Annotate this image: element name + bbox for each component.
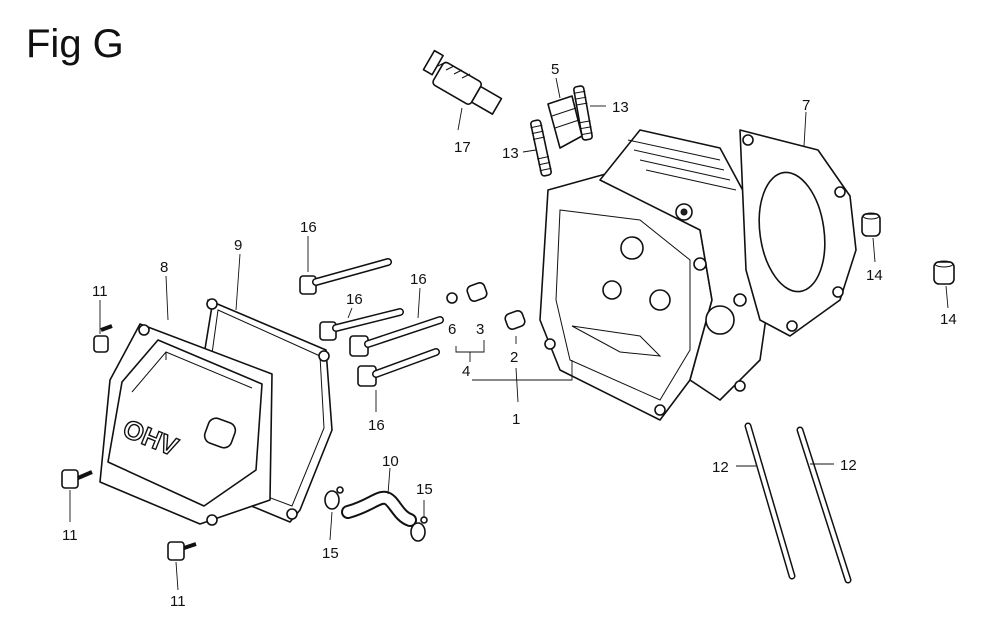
- callout-10: 10: [382, 453, 399, 470]
- cylinder-head[interactable]: [539, 129, 771, 421]
- pushrod-12-right[interactable]: [796, 426, 852, 584]
- clip-6[interactable]: [446, 292, 458, 304]
- callout-11-bottom: 11: [170, 593, 186, 610]
- callout-13-left: 13: [502, 145, 519, 162]
- head-gasket[interactable]: [739, 129, 857, 337]
- callout-8: 8: [160, 259, 168, 276]
- valve-seal-2[interactable]: [504, 309, 526, 330]
- clip-15-left[interactable]: [324, 486, 344, 510]
- callout-17: 17: [454, 139, 471, 156]
- stud-13-left[interactable]: [530, 119, 552, 177]
- callout-3: 3: [476, 321, 484, 338]
- callout-12-left: 12: [712, 459, 729, 476]
- callout-6: 6: [448, 321, 456, 338]
- spark-plug[interactable]: [422, 49, 503, 115]
- stud-13-right[interactable]: [573, 85, 593, 141]
- figure-title: Fig G: [26, 22, 124, 66]
- clip-15-right[interactable]: [410, 516, 428, 542]
- callout-16-mid: 16: [346, 291, 363, 308]
- bolt-11-left[interactable]: [61, 469, 93, 489]
- bolt-16-long[interactable]: [349, 316, 444, 357]
- callout-15-left: 15: [322, 545, 339, 562]
- bolt-16-top[interactable]: [299, 258, 392, 295]
- callout-5: 5: [551, 61, 559, 78]
- callout-14-left: 14: [866, 267, 883, 284]
- dowel-pin-14-left[interactable]: [861, 212, 881, 237]
- callout-14-right: 14: [940, 311, 957, 328]
- callout-4: 4: [462, 363, 470, 380]
- callout-7: 7: [802, 97, 810, 114]
- valve-cover[interactable]: OHV: [99, 323, 273, 526]
- bolt-11-bottom[interactable]: [167, 541, 197, 561]
- bolt-16-mid[interactable]: [319, 308, 404, 341]
- callout-11-left: 11: [62, 527, 78, 544]
- callout-16-low: 16: [368, 417, 385, 434]
- bolt-16-low[interactable]: [357, 348, 440, 387]
- pushrod-12-left[interactable]: [744, 422, 796, 580]
- valve-seal-3[interactable]: [466, 281, 488, 302]
- callout-16-long: 16: [410, 271, 427, 288]
- callout-11-top: 11: [92, 283, 108, 300]
- callout-1: 1: [512, 411, 520, 428]
- callout-15-right: 15: [416, 481, 433, 498]
- callout-13-right: 13: [612, 99, 629, 116]
- callout-9: 9: [234, 237, 242, 254]
- breather-tube[interactable]: [341, 490, 417, 527]
- dowel-pin-14-right[interactable]: [933, 260, 955, 285]
- callout-2: 2: [510, 349, 518, 366]
- guide-sleeve[interactable]: [547, 95, 583, 149]
- callout-12-right: 12: [840, 457, 857, 474]
- callout-16-top: 16: [300, 219, 317, 236]
- bolt-11-top[interactable]: [93, 324, 113, 353]
